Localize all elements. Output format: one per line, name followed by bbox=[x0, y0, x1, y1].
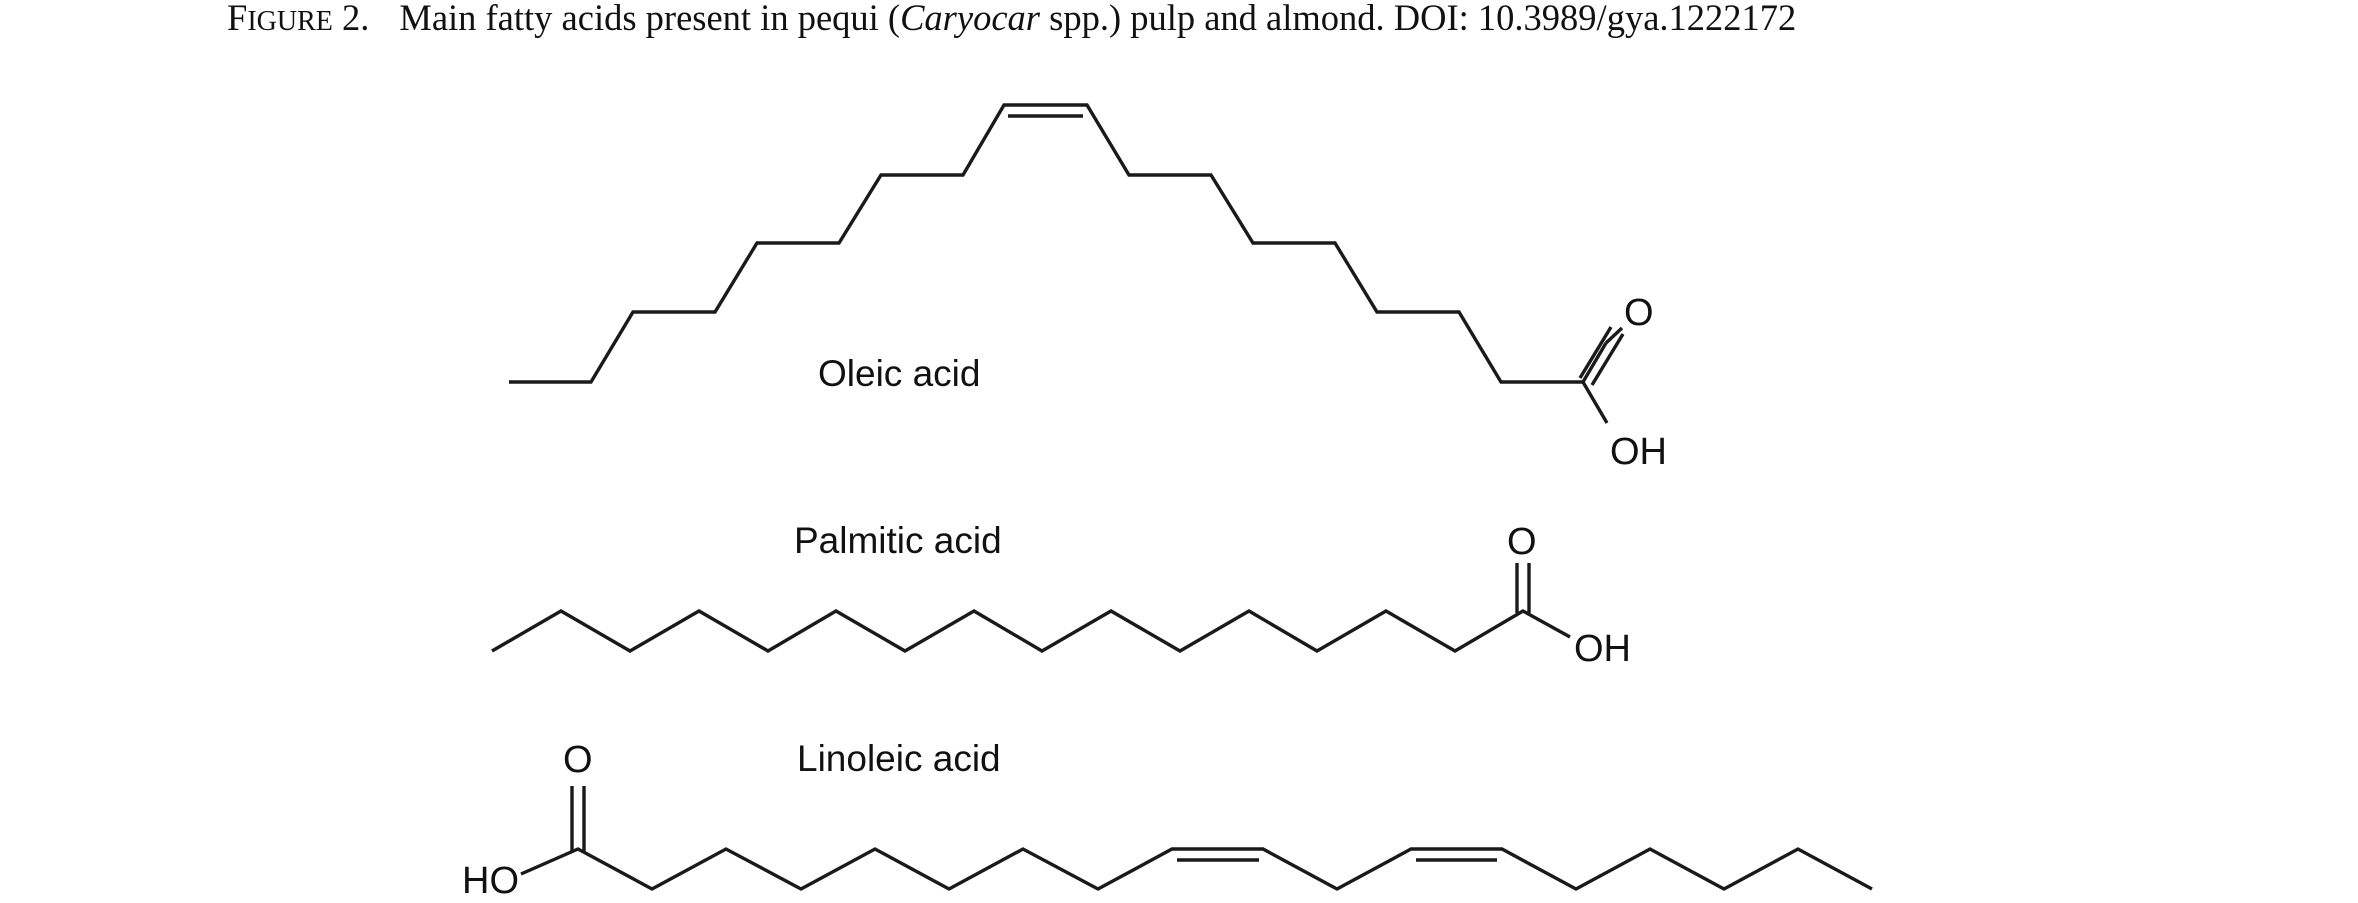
oleic-acid-carbonyl-bond-b bbox=[1590, 333, 1625, 386]
oleic-acid-hydroxyl: OH bbox=[1610, 431, 1667, 473]
caption-label-first: F bbox=[227, 0, 247, 38]
oleic-acid-carbonyl-bond-a bbox=[1578, 326, 1613, 379]
linoleic-acid-label: Linoleic acid bbox=[797, 738, 1001, 779]
linoleic-acid-hydroxyl: HO bbox=[462, 860, 519, 902]
oleic-acid-structure: O OH Oleic acid bbox=[509, 103, 1667, 473]
palmitic-acid-structure: O OH Palmitic acid bbox=[491, 520, 1631, 670]
oleic-acid-hydroxyl-bond bbox=[1581, 381, 1609, 424]
figure-caption: FIGURE 2. Main fatty acids present in peq… bbox=[227, 0, 1796, 38]
oleic-acid-label: Oleic acid bbox=[818, 353, 980, 394]
linoleic-acid-chain bbox=[520, 847, 1873, 891]
caption-text-italic: Caryocar bbox=[900, 0, 1041, 38]
linoleic-acid-structure: O HO Linoleic acid bbox=[462, 738, 1873, 902]
palmitic-acid-chain bbox=[491, 609, 1571, 653]
caption-number: 2. bbox=[333, 0, 370, 38]
oleic-acid-carbonyl-bond-1 bbox=[1604, 326, 1624, 345]
caption-label-rest: IGURE bbox=[247, 6, 333, 37]
caption-text-after: spp.) pulp and almond. DOI: 10.3989/gya.… bbox=[1040, 0, 1796, 38]
oleic-acid-carbonyl-o: O bbox=[1624, 292, 1654, 334]
palmitic-acid-carbonyl-o: O bbox=[1507, 521, 1537, 563]
linoleic-acid-carbonyl-o: O bbox=[563, 739, 593, 781]
palmitic-acid-label: Palmitic acid bbox=[794, 520, 1002, 561]
caption-text-before: Main fatty acids present in pequi ( bbox=[399, 0, 900, 38]
palmitic-acid-hydroxyl: OH bbox=[1574, 628, 1631, 670]
oleic-acid-chain bbox=[509, 103, 1608, 384]
